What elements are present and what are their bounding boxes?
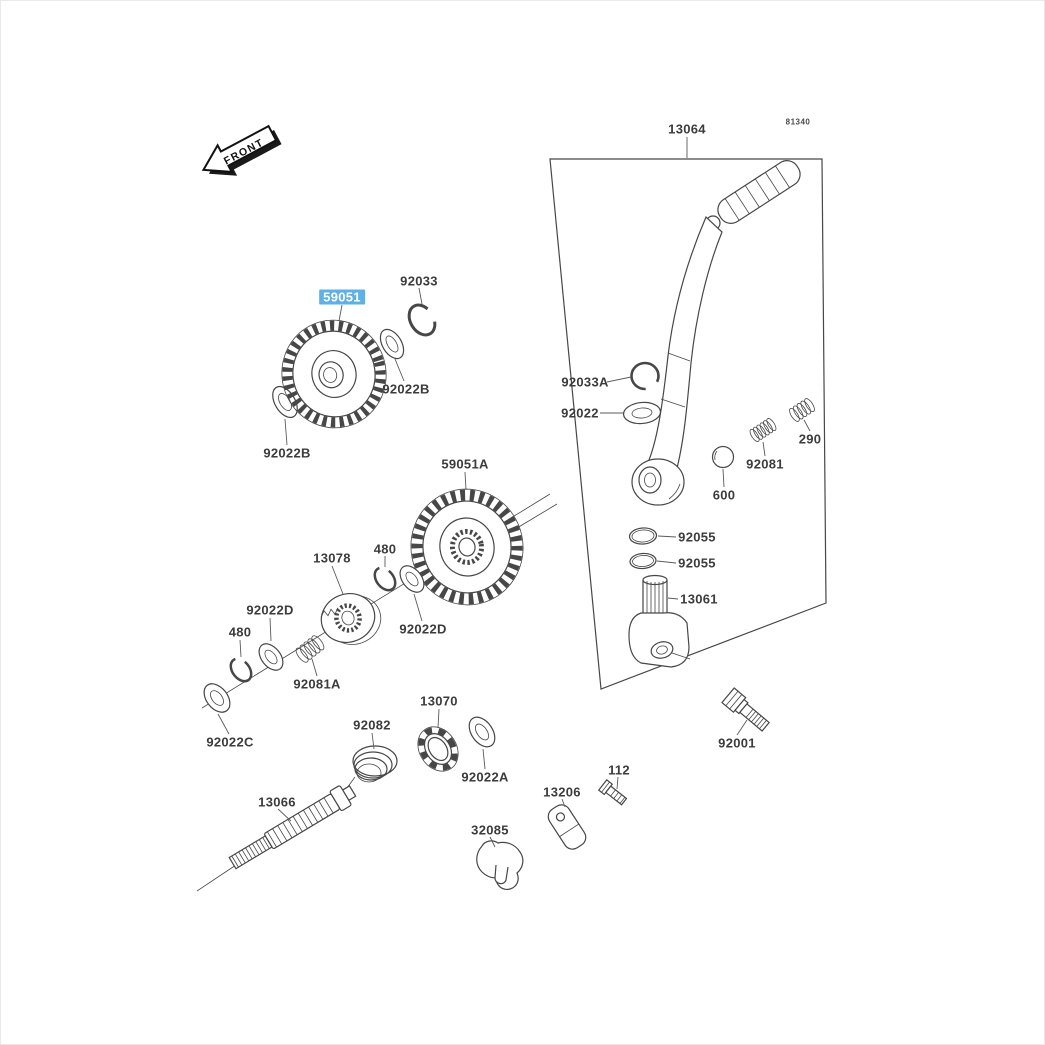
collar-13070-drawing [417,726,459,772]
part-label-13061[interactable]: 13061 [680,591,718,607]
part-label-480-lower[interactable]: 480 [228,624,252,640]
part-label-13206[interactable]: 13206 [543,784,581,800]
part-label-92033[interactable]: 92033 [400,273,438,289]
part-label-92022[interactable]: 92022 [561,405,599,421]
part-label-92055-lower[interactable]: 92055 [678,555,716,571]
washer-92022b-upper-drawing [379,328,405,360]
bracket-13206-drawing [547,804,587,850]
pedal-holder-13061-drawing [628,574,691,668]
part-label-92022d-left[interactable]: 92022D [246,602,294,618]
front-arrow-icon [201,124,282,176]
snap-ring-480-lower-drawing [229,657,253,683]
spring-92082-drawing [346,745,398,789]
part-label-92022b-lower[interactable]: 92022B [263,445,311,461]
bracket-32085-drawing [476,840,524,890]
part-label-480-upper[interactable]: 480 [373,541,397,557]
part-label-92022c[interactable]: 92022C [206,734,254,750]
part-label-112[interactable]: 112 [608,762,630,778]
snap-ring-480-upper-drawing [373,566,397,592]
bolt-112-drawing [597,779,628,806]
part-label-59051-selected[interactable]: 59051 [319,289,365,305]
o-ring-92055-lower-drawing [629,552,657,570]
spring-92081-drawing [749,418,777,442]
part-label-600[interactable]: 600 [712,487,736,503]
part-label-32085[interactable]: 32085 [471,822,509,838]
washer-92022-drawing [622,401,662,425]
part-label-13078[interactable]: 13078 [313,550,351,566]
spring-290-drawing [789,398,815,422]
part-label-92001[interactable]: 92001 [718,735,756,751]
assembly-box [549,158,827,690]
snap-ring-92033a-drawing [630,361,660,391]
part-label-92033a[interactable]: 92033A [561,374,609,390]
bolt-92001-drawing [721,687,770,732]
part-label-92055-upper[interactable]: 92055 [678,529,716,545]
ball-600-drawing [711,445,735,469]
snap-ring-92033-drawing [407,303,437,337]
part-label-13070[interactable]: 13070 [420,693,458,709]
part-label-290[interactable]: 290 [798,431,822,447]
part-label-92081a[interactable]: 92081A [293,676,341,692]
gear-59051a-drawing [410,488,524,606]
o-ring-92055-upper-drawing [628,527,658,545]
washer-92022a-drawing [468,716,496,748]
washer-92022d-right-drawing [399,565,425,593]
leader-lines [217,137,811,848]
washer-92022c-drawing [203,683,231,713]
washer-92022d-left-drawing [258,643,284,671]
shaft-13066-drawing [228,785,357,870]
part-label-92082[interactable]: 92082 [353,717,391,733]
spring-92081a-drawing [295,635,325,663]
part-label-59051a[interactable]: 59051A [441,456,489,472]
part-label-13066[interactable]: 13066 [258,794,296,810]
kick-lever-13064-drawing [631,160,801,506]
ratchet-13078-drawing [320,593,382,645]
part-label-92022a[interactable]: 92022A [461,769,509,785]
diagram-code: 81340 [785,117,811,127]
part-label-92081[interactable]: 92081 [746,456,784,472]
part-label-13064[interactable]: 13064 [668,121,706,137]
gear-59051-drawing [281,319,387,429]
part-label-92022b-upper[interactable]: 92022B [382,381,430,397]
part-label-92022d-right[interactable]: 92022D [399,621,447,637]
